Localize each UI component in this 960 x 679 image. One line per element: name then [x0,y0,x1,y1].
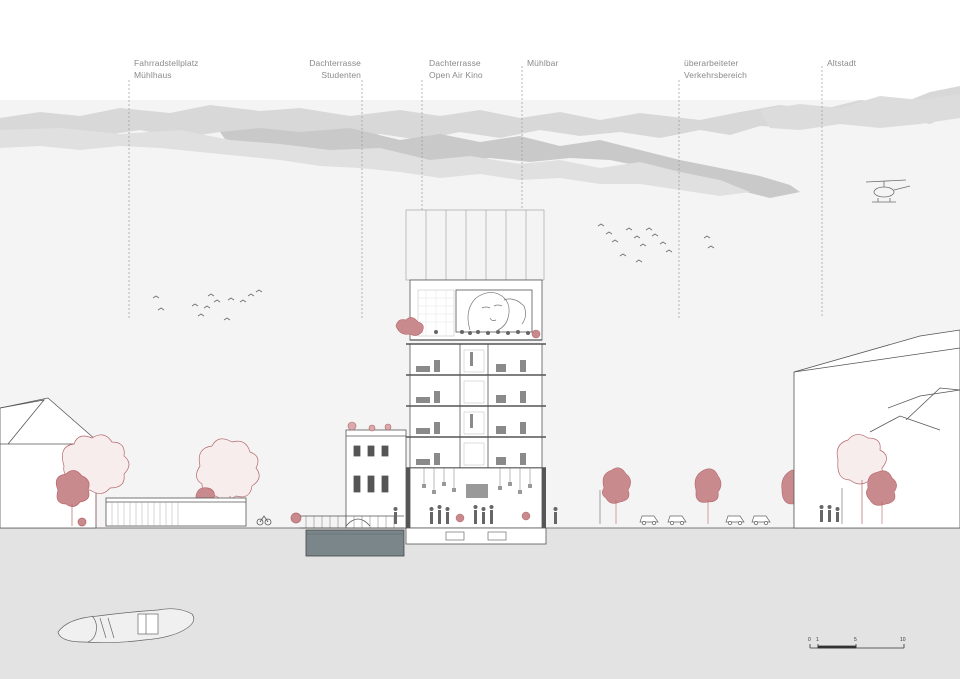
main-tower [395,209,547,545]
bike-shelter [105,497,272,527]
apartment-furniture [416,352,526,465]
scale-tick-5: 5 [854,637,857,643]
annotation-muehlbar: Mühlbar [527,57,558,69]
annotation-dachterrasse-kino: Dachterrasse Open Air Kino [429,57,483,81]
annotation-line: Dachterrasse [309,58,361,68]
cinema-screen [455,289,533,333]
annotation-line: Open Air Kino [429,70,483,80]
building-muehlbar [345,429,407,529]
annotation-line: Mühlbar [527,58,559,68]
annotation-line: Verkehrsbereich [684,70,747,80]
ground [0,528,960,679]
cars [639,515,771,525]
annotation-line: Fahrradstellplatz [134,58,199,68]
birds-right [597,223,715,263]
trees-right [836,434,887,524]
scale-tick-10: 10 [900,637,906,643]
terrace-people [434,330,530,335]
scale-tick-0: 0 [808,637,811,643]
site-plan [57,608,195,644]
leader-lines [128,66,823,318]
annotation-verkehrsbereich: überarbeiteter Verkehrsbereich [684,57,747,81]
terrace-plants [395,317,541,339]
altstadt-buildings [793,329,960,529]
annotation-line: Mühlhaus [134,70,172,80]
helicopter-icon [865,179,911,203]
annotation-fahrradstellplatz: Fahrradstellplatz Mühlhaus [134,57,199,81]
annotation-line: Dachterrasse [429,58,481,68]
scale-bar [809,644,905,649]
screen-face-icon [467,292,526,331]
bar-lamps [423,468,531,490]
cloud-band [0,86,960,198]
water-channel [305,529,405,557]
bar-people [429,505,494,524]
scale-tick-1: 1 [816,637,819,643]
scale-bar-labels: 0 1 5 10 [808,637,906,643]
roof-plants-muehlbar [347,421,392,432]
annotation-dachterrasse-studenten: Dachterrasse Studenten [309,57,361,81]
pedestrians-right [393,505,840,524]
annotation-altstadt: Altstadt [827,57,856,69]
birds-left [152,289,263,321]
annotation-line: Studenten [321,70,361,80]
railing [300,515,404,529]
cinema-structure [405,209,545,281]
annotation-line: überarbeiteter [684,58,739,68]
annotation-line: Altstadt [827,58,857,68]
